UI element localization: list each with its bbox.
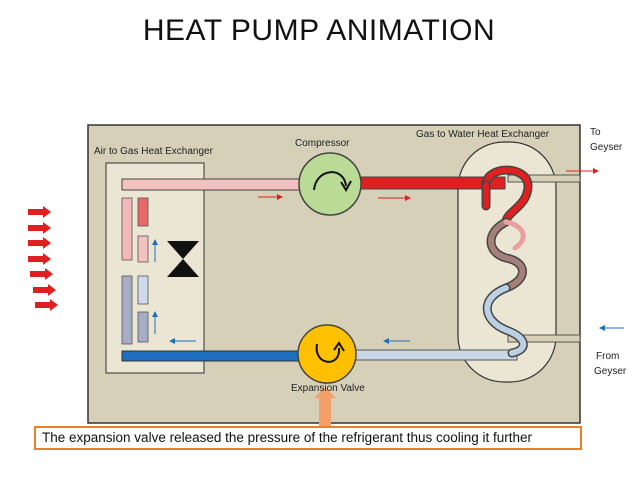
evaporator-fin <box>137 275 149 305</box>
evaporator-fin <box>137 197 149 227</box>
water-exchanger-label: Gas to Water Heat Exchanger <box>416 129 550 140</box>
to-geyser-label-line1: To <box>590 127 601 138</box>
evaporator-fin <box>137 235 149 263</box>
evaporator-fin <box>121 275 133 345</box>
condenser-coil <box>481 165 533 358</box>
expansion-valve-label: Expansion Valve <box>291 383 365 394</box>
air-inflow-arrows <box>28 206 58 311</box>
to-geyser-label-line2: Geyser <box>590 142 623 153</box>
from-geyser-label-line2: Geyser <box>594 366 627 377</box>
pipe-from-geyser <box>507 334 581 343</box>
callout-arrow <box>314 387 336 426</box>
air-exchanger-label: Air to Gas Heat Exchanger <box>94 146 213 157</box>
pipe-valve-to-evaporator <box>121 350 301 362</box>
pipe-to-geyser <box>507 174 581 183</box>
pipe-condenser-to-valve <box>354 349 518 361</box>
compressor-icon <box>298 152 362 216</box>
page-title: HEAT PUMP ANIMATION <box>142 14 496 47</box>
evaporator-fin <box>137 311 149 343</box>
expansion-valve-icon <box>297 324 357 384</box>
pipe-evaporator-to-compressor <box>121 178 301 191</box>
from-geyser-label-line1: From <box>596 351 620 362</box>
fan-icon <box>167 241 199 277</box>
compressor-label: Compressor <box>295 138 350 149</box>
caption-callout: The expansion valve released the pressur… <box>34 426 582 450</box>
evaporator-fin <box>121 197 133 261</box>
